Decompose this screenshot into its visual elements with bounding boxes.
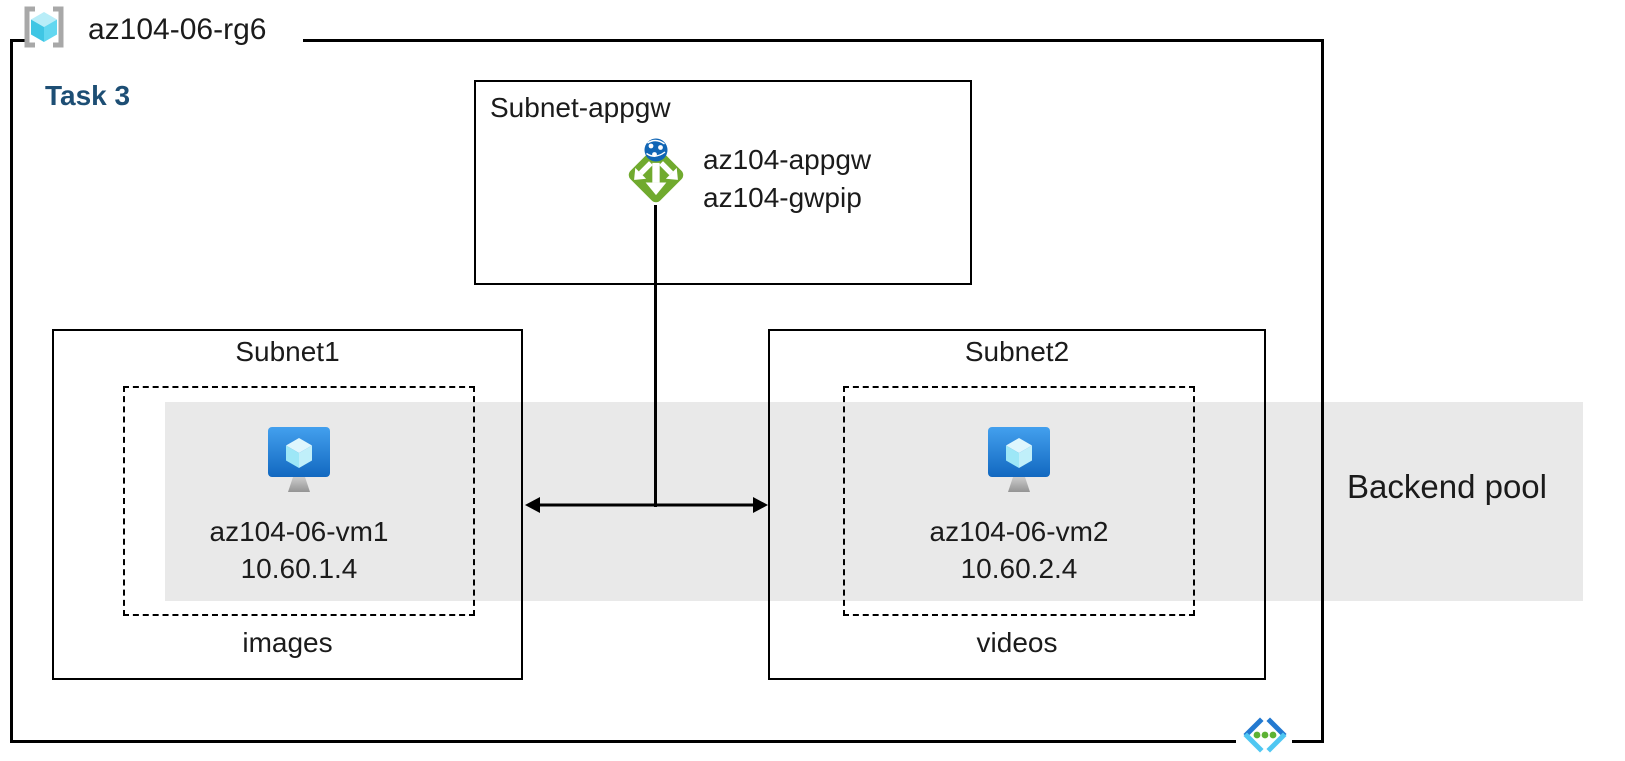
vm1-name: az104-06-vm1 — [209, 516, 389, 547]
subnet1-vm-group-box — [123, 386, 475, 616]
resource-group-label: az104-06-rg6 — [88, 13, 267, 46]
vm2-ip: 10.60.2.4 — [960, 553, 1078, 584]
subnet1-storage-label: images — [242, 627, 333, 658]
subnet1-label: Subnet1 — [235, 336, 340, 367]
virtual-network-icon — [1243, 717, 1287, 753]
subnet-appgw-label: Subnet-appgw — [490, 92, 671, 123]
subnet2-storage-label: videos — [976, 627, 1058, 658]
resource-group-icon — [24, 6, 64, 48]
subnet2-label: Subnet2 — [964, 336, 1070, 367]
gateway-labels: az104-appgw az104-gwpip — [703, 141, 871, 217]
application-gateway-icon — [628, 138, 684, 203]
gateway-connector-line — [654, 205, 657, 507]
vm2-name: az104-06-vm2 — [929, 516, 1109, 547]
resource-group-border-gap — [26, 28, 303, 52]
subnet2-box — [768, 329, 1266, 680]
backend-pool-label: Backend pool — [1347, 468, 1547, 505]
task-label: Task 3 — [45, 80, 131, 111]
backend-pool-band — [165, 402, 1583, 601]
virtual-machine-icon — [268, 427, 330, 492]
double-arrow-connector — [525, 497, 768, 513]
virtual-machine-icon — [988, 427, 1050, 492]
gateway-pip-label: az104-gwpip — [703, 182, 862, 213]
subnet2-vm-group-box — [843, 386, 1195, 616]
gateway-name-label: az104-appgw — [703, 144, 872, 175]
resource-group-border — [10, 39, 1324, 743]
vm1-ip: 10.60.1.4 — [240, 553, 358, 584]
subnet1-box — [52, 329, 523, 680]
subnet-appgw-box — [474, 80, 972, 285]
